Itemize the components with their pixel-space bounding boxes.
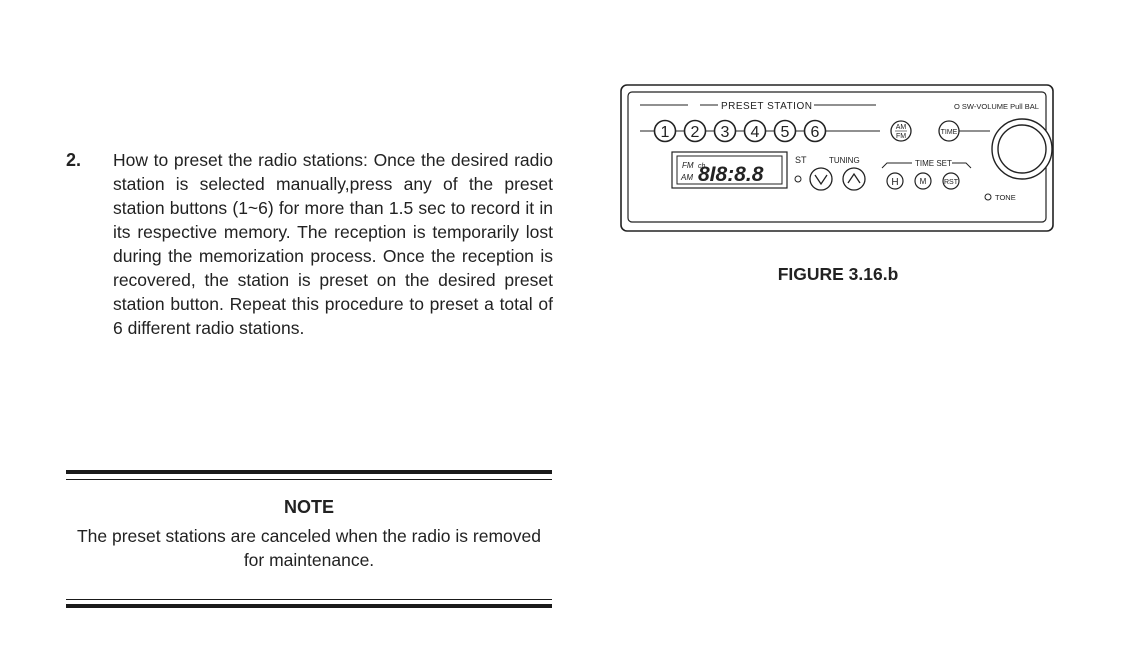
preset-button-1[interactable]: 1 [653,119,677,143]
tone-indicator [984,193,992,201]
time-set-button-label: RST [944,179,959,186]
figure-caption: FIGURE 3.16.b [777,264,899,284]
am-fm-button[interactable]: AM FM [890,120,912,142]
preset-button-label: 3 [721,124,730,141]
note-title: NOTE [283,497,334,517]
time-set-button-label: M [920,177,927,186]
note-bottom-rule-thin [66,599,552,600]
preset-button-4[interactable]: 4 [743,119,767,143]
note-top-rule-thick [66,470,552,474]
time-set-hour-button[interactable]: H [886,172,904,190]
lcd-display: FM ch AM 8I8:8.8 [671,151,788,189]
sw-volume-label: O SW-VOLUME Pull BAL [954,102,1039,111]
preset-button-label: 2 [691,124,700,141]
note-text: The preset stations are canceled when th… [76,526,541,570]
time-set-label: TIME SET [915,159,952,168]
st-label: ST [795,155,807,165]
preset-button-6[interactable]: 6 [803,119,827,143]
preset-button-2[interactable]: 2 [683,119,707,143]
time-set-bracket-left [881,162,912,169]
step-number: 2. [66,150,82,170]
time-set-reset-button[interactable]: RST [942,172,960,190]
display-am-label: AM [680,173,693,182]
tuning-label: TUNING [829,156,860,165]
preset-button-label: 1 [661,124,670,141]
note-top-rule-thin [66,479,552,480]
time-button[interactable]: TIME [938,120,960,142]
preset-button-3[interactable]: 3 [713,119,737,143]
preset-station-label: PRESET STATION [721,101,812,112]
step-text: How to preset the radio stations: Once t… [113,150,553,338]
preset-button-label: 5 [781,124,790,141]
volume-knob[interactable] [991,118,1053,180]
display-fm-label: FM [682,161,694,170]
display-digits: 8I8:8.8 [698,163,764,186]
preset-button-label: 6 [811,124,820,141]
am-fm-bottom-label: FM [896,133,906,140]
preset-button-label: 4 [751,124,760,141]
tone-label: TONE [995,193,1016,202]
tuning-up-button[interactable] [842,167,866,191]
note-bottom-rule-thick [66,604,552,608]
am-fm-top-label: AM [896,124,907,131]
chevron-up-icon [847,172,861,184]
preset-button-5[interactable]: 5 [773,119,797,143]
tuning-down-button[interactable] [809,167,833,191]
time-set-bracket-right [952,162,972,169]
time-set-button-label: H [891,177,898,188]
radio-panel-figure: PRESET STATION O SW-VOLUME Pull BAL 1 2 … [618,83,1058,233]
st-indicator [794,175,802,183]
panel-outer-frame [620,84,1054,232]
chevron-down-icon [814,174,828,186]
time-button-label: TIME [941,129,958,136]
display-ch-label: ch [698,163,706,170]
time-set-minute-button[interactable]: M [914,172,932,190]
